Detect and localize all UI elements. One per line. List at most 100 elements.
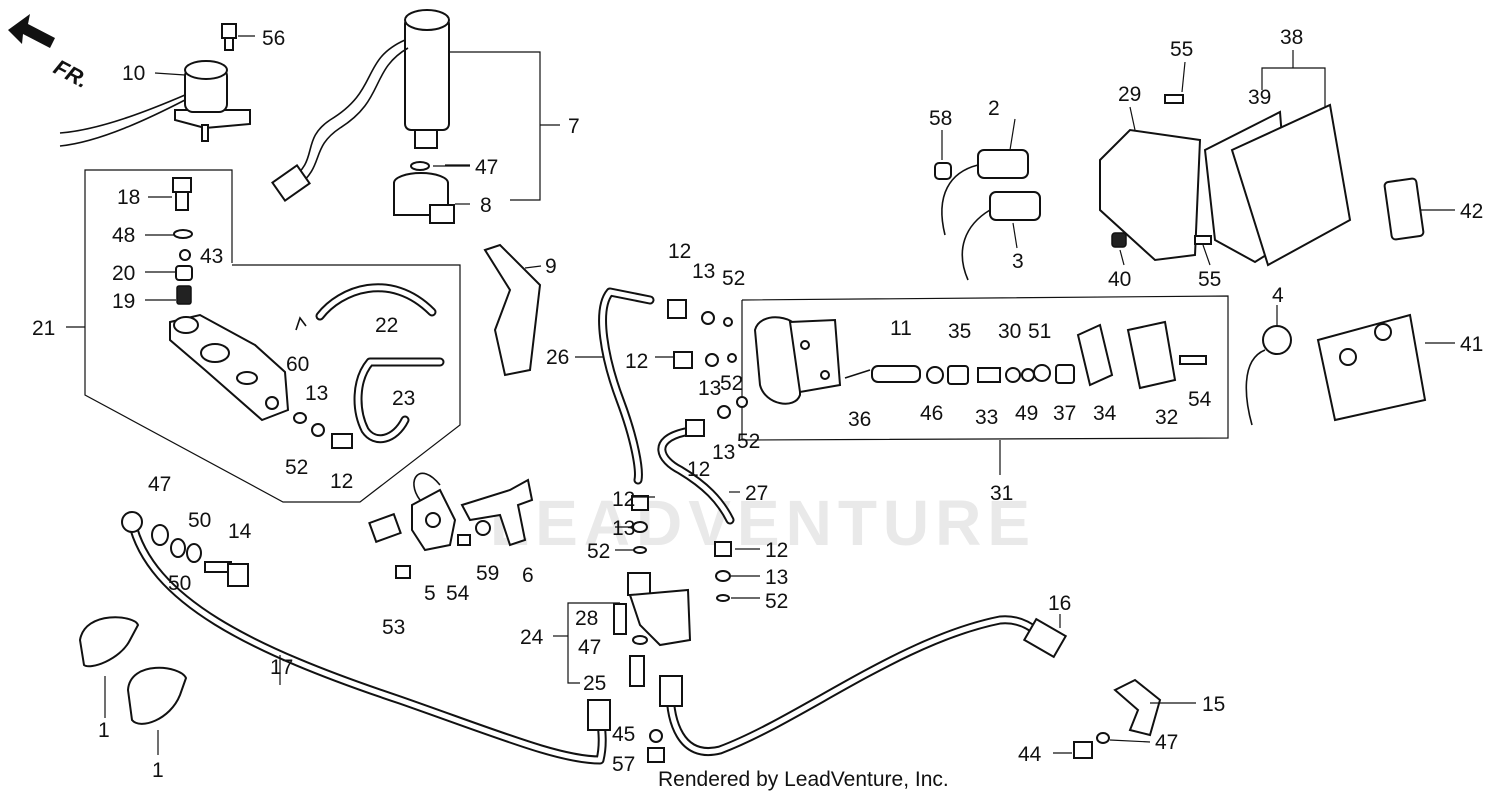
callout-52: 52: [722, 267, 745, 290]
callout-46: 46: [920, 402, 943, 425]
callout-12: 12: [668, 240, 691, 263]
part-54-screw-a: [457, 534, 471, 546]
part-36-spring: [844, 369, 871, 379]
callout-31: 31: [990, 482, 1013, 505]
part-24-junction: [627, 572, 692, 647]
part-12-bolt-a: [331, 433, 353, 449]
part-52-washer-b: [723, 317, 733, 327]
callout-3: 3: [1012, 250, 1024, 273]
group-38-bracket: [1261, 50, 1326, 110]
part-52-washer-d: [736, 396, 748, 408]
group-21-box: [66, 169, 461, 503]
callout-45: 45: [612, 723, 635, 746]
callout-7: 7: [568, 115, 580, 138]
part-16-hose: [665, 615, 1050, 757]
callout-52: 52: [285, 456, 308, 479]
callout-30: 30: [998, 320, 1021, 343]
callout-42: 42: [1460, 200, 1483, 223]
leader-lines: [104, 35, 1455, 755]
callout-13: 13: [612, 517, 635, 540]
callout-60: 60: [286, 353, 309, 376]
callout-55: 55: [1198, 268, 1221, 291]
part-46-seal: [926, 366, 944, 384]
part-20-nut: [175, 265, 193, 281]
part-32-cover: [1126, 320, 1177, 390]
callout-5: 5: [424, 582, 436, 605]
part-38-cover: [1230, 103, 1352, 267]
part-12-bolt-c: [673, 351, 693, 369]
callout-52: 52: [737, 430, 760, 453]
callout-47: 47: [1155, 731, 1178, 754]
callout-32: 32: [1155, 406, 1178, 429]
callout-12: 12: [625, 350, 648, 373]
callout-51: 51: [1028, 320, 1051, 343]
callout-48: 48: [112, 224, 135, 247]
part-37-boot: [1055, 364, 1075, 384]
part-55-screw-b: [1194, 235, 1212, 245]
callout-14: 14: [228, 520, 252, 543]
part-11-piston: [871, 365, 921, 383]
credit-line: Rendered by LeadVenture, Inc.: [658, 768, 949, 791]
callout-50: 50: [188, 509, 211, 532]
part-15-elbow: [1113, 678, 1162, 737]
part-8-clamp: [393, 172, 455, 224]
part-13-washer-b: [701, 311, 715, 325]
part-5-pressure-switch: [368, 472, 457, 552]
callout-15: 15: [1202, 693, 1225, 716]
part-59-washer: [475, 520, 491, 536]
part-16-fitting-a: [659, 675, 683, 707]
part-48-washer: [173, 229, 193, 239]
part-16-fitting-b: [1022, 617, 1068, 659]
callout-36: 36: [848, 408, 871, 431]
callout-26: 26: [546, 346, 569, 369]
part-17-eye-end: [121, 511, 143, 533]
callout-13: 13: [698, 377, 721, 400]
part-34-plate: [1076, 323, 1114, 387]
part-12-bolt-f: [714, 541, 732, 557]
callout-2: 2: [988, 97, 1000, 120]
callout-55: 55: [1170, 38, 1193, 61]
part-4-connector: [1245, 325, 1292, 426]
part-47-washer-d: [1096, 732, 1110, 744]
callout-54: 54: [446, 582, 470, 605]
front-arrow-icon: [8, 14, 55, 48]
part-12-bolt-b: [667, 299, 687, 319]
group-7-bracket: [445, 51, 560, 201]
callout-labels: 56 10 7 47 8 18 48 43 20 19 21 22 60 23 …: [32, 26, 1483, 782]
callout-10: 10: [122, 62, 145, 85]
callout-21: 21: [32, 317, 55, 340]
group-24-bracket: [553, 602, 620, 684]
callout-23: 23: [392, 387, 415, 410]
part-55-screw-a: [1164, 94, 1184, 104]
callout-12: 12: [687, 458, 710, 481]
callout-11: 11: [890, 317, 912, 340]
part-13-washer-d: [717, 405, 731, 419]
part-45-washer: [649, 729, 663, 743]
part-58-nut: [934, 162, 952, 180]
part-54-screw-b: [1179, 355, 1207, 365]
part-13-washer-e: [632, 521, 648, 533]
part-47-washer-a: [410, 161, 430, 171]
part-31-master-cylinder: [753, 316, 842, 405]
callout-53: 53: [382, 616, 405, 639]
callout-34: 34: [1093, 402, 1117, 425]
callout-19: 19: [112, 290, 135, 313]
part-6-bracket: [460, 478, 534, 547]
callout-17: 17: [270, 656, 293, 679]
part-47-washer-c: [632, 635, 648, 645]
part-50-washer-a: [170, 538, 186, 558]
part-30-ring: [1005, 367, 1021, 383]
part-52-washer-c: [727, 353, 737, 363]
callout-22: 22: [375, 314, 398, 337]
callout-57: 57: [612, 753, 635, 776]
part-1-clamp-a: [78, 616, 140, 668]
callout-50: 50: [168, 572, 191, 595]
callout-12: 12: [612, 488, 635, 511]
part-51-ring: [1033, 364, 1051, 382]
part-10-solenoid: [59, 60, 251, 147]
part-52-washer-a: [293, 412, 307, 424]
callout-27: 27: [745, 482, 768, 505]
part-1-clamp-b: [126, 666, 188, 725]
part-19-spring: [176, 285, 192, 305]
